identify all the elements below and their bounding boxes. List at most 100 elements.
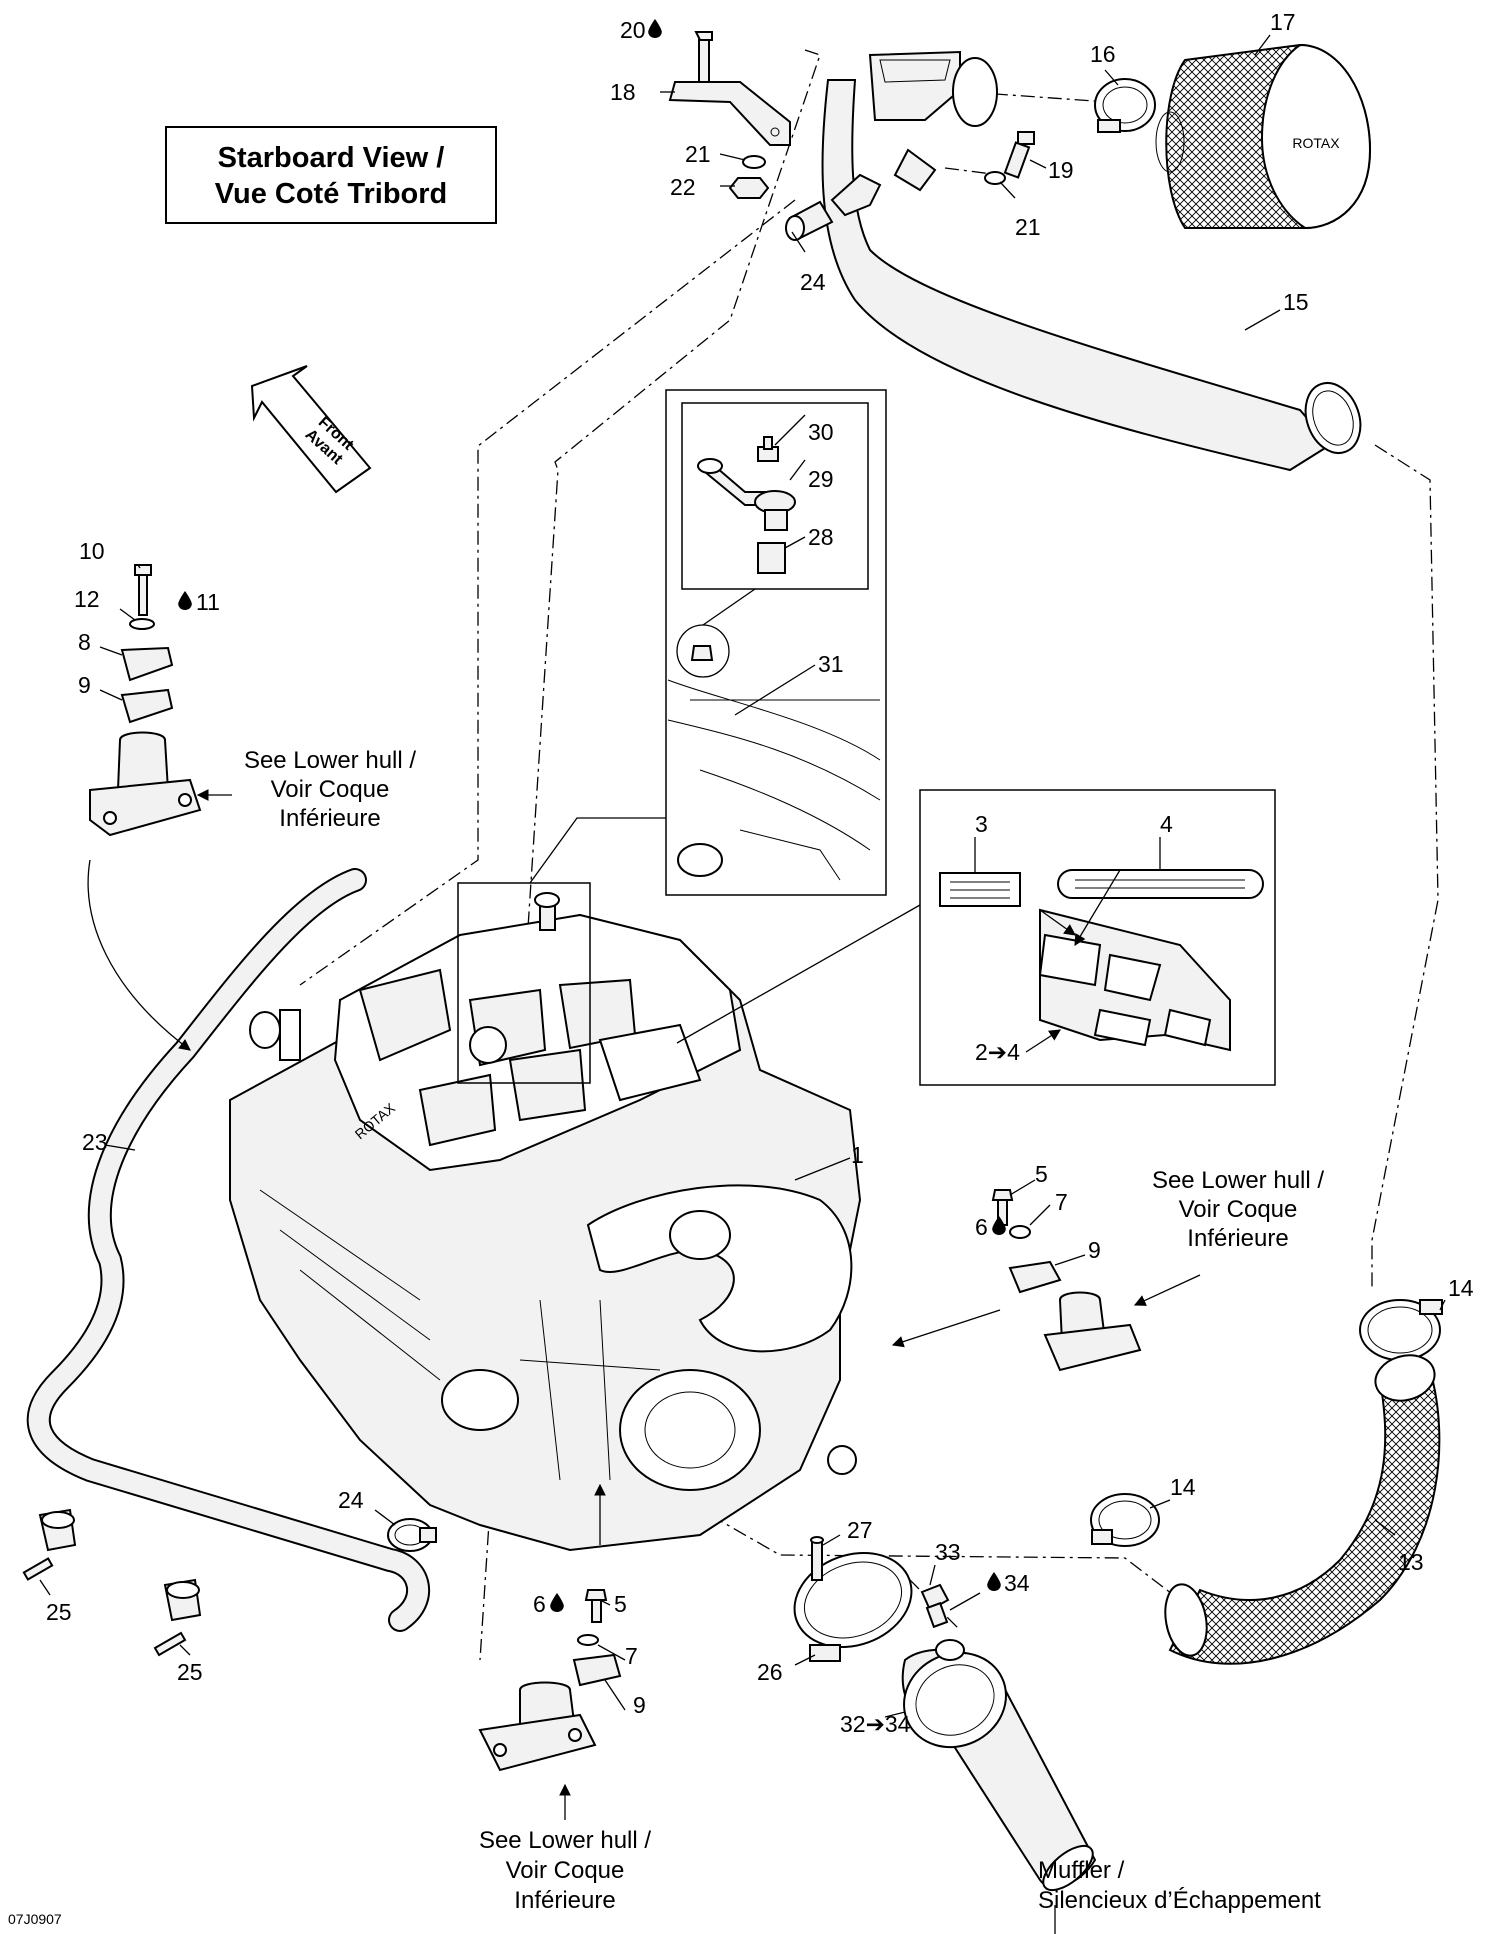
svg-text:Inférieure: Inférieure xyxy=(279,805,380,832)
callout-17: 17 xyxy=(1270,9,1296,35)
svg-text:Voir Coque: Voir Coque xyxy=(506,1857,625,1884)
clamp-14-bottom xyxy=(1090,1493,1160,1547)
clamp-26 xyxy=(793,1551,913,1662)
callout-34: 34 xyxy=(1004,1570,1030,1596)
drop-icon xyxy=(178,591,192,610)
note-lower-hull-left: See Lower hull / Voir Coque Inférieure xyxy=(244,747,416,832)
callout-26: 26 xyxy=(757,1659,783,1685)
callout-30: 30 xyxy=(808,419,834,445)
vent-cap-30 xyxy=(757,436,779,462)
callouts: 1 2➔4 3 4 5 5 6 6 7 7 8 9 9 9 10 11 12 1… xyxy=(46,9,1474,1737)
mount-stack-bottom xyxy=(478,1483,622,1820)
callout-24-bottom: 24 xyxy=(338,1487,364,1513)
callout-20: 20 xyxy=(620,17,646,43)
fitting-33 xyxy=(920,1583,950,1629)
callout-29: 29 xyxy=(808,466,834,492)
callout-27: 27 xyxy=(847,1517,873,1543)
drop-icon xyxy=(648,19,662,38)
flow-arrow-left xyxy=(87,859,191,1051)
callout-14-bottom: 14 xyxy=(1170,1474,1196,1500)
callout-25-b: 25 xyxy=(177,1659,203,1685)
engine-cover-decal-set xyxy=(1038,908,1231,1052)
callout-9-left: 9 xyxy=(78,672,91,698)
callout-3: 3 xyxy=(975,811,988,837)
clamp-16 xyxy=(1094,78,1156,133)
tube-28 xyxy=(757,542,786,574)
decal-3 xyxy=(939,872,1021,907)
bolt-20 xyxy=(694,31,713,83)
callout-19: 19 xyxy=(1048,157,1074,183)
callout-5-right: 5 xyxy=(1035,1161,1048,1187)
callout-7-bottom: 7 xyxy=(625,1643,638,1669)
nut-22 xyxy=(728,177,770,199)
callout-13: 13 xyxy=(1398,1549,1424,1575)
duct-13 xyxy=(1164,1354,1441,1665)
hose-fitting-29 xyxy=(697,458,796,531)
title-line-1: Starboard View / xyxy=(218,142,445,174)
inset-detail-vent xyxy=(665,389,887,896)
note-muffler: Muffler / Silencieux d’Échappement xyxy=(1038,1857,1321,1914)
callout-28: 28 xyxy=(808,524,834,550)
svg-text:Inférieure: Inférieure xyxy=(1187,1225,1288,1252)
hose-23 xyxy=(26,868,430,1632)
svg-text:See Lower hull /: See Lower hull / xyxy=(479,1827,651,1854)
engine-1: ROTAX xyxy=(229,892,862,1552)
muffler-32 xyxy=(901,1639,1097,1934)
washer-21-top xyxy=(742,155,766,169)
drop-icon xyxy=(987,1572,1001,1591)
drawing-code: 07J0907 xyxy=(8,1911,62,1927)
callout-18: 18 xyxy=(610,79,636,105)
callout-2-4: 2➔4 xyxy=(975,1039,1020,1065)
callout-15: 15 xyxy=(1283,289,1309,315)
svg-text:Silencieux d’Échappement: Silencieux d’Échappement xyxy=(1038,1887,1321,1914)
inset-detail-decals xyxy=(919,789,1276,1086)
clip-25-b xyxy=(153,1578,202,1657)
decal-4 xyxy=(1057,869,1264,899)
svg-text:Inférieure: Inférieure xyxy=(514,1887,615,1914)
svg-text:Muffler /: Muffler / xyxy=(1038,1857,1125,1884)
clamp-14-top xyxy=(1359,1299,1443,1361)
engine-detail-frame xyxy=(457,882,591,1084)
callout-22: 22 xyxy=(670,174,696,200)
air-filter-17: ROTAX xyxy=(1155,43,1372,230)
title-line-2: Vue Coté Tribord xyxy=(215,178,448,210)
callout-9-bottom: 9 xyxy=(633,1692,646,1718)
svg-text:Voir Coque: Voir Coque xyxy=(271,776,390,803)
callout-14-top: 14 xyxy=(1448,1275,1474,1301)
callout-9-right: 9 xyxy=(1088,1237,1101,1263)
note-lower-hull-right: See Lower hull / Voir Coque Inférieure xyxy=(1152,1167,1324,1252)
clip-25-a xyxy=(22,1508,77,1581)
callout-21-top: 21 xyxy=(685,141,711,167)
callout-leaders xyxy=(39,34,1446,1718)
mount-stack-left xyxy=(89,564,232,837)
pin-27 xyxy=(810,1536,824,1581)
callout-8: 8 xyxy=(78,629,91,655)
callout-4: 4 xyxy=(1160,811,1173,837)
mount-stack-right xyxy=(891,1189,1201,1372)
callout-32-34: 32➔34 xyxy=(840,1711,911,1737)
callout-6-bottom: 6 xyxy=(533,1591,546,1617)
intake-tube-15 xyxy=(821,50,1362,472)
svg-text:Voir Coque: Voir Coque xyxy=(1179,1196,1298,1223)
callout-31: 31 xyxy=(818,651,844,677)
callout-1: 1 xyxy=(851,1142,864,1168)
callout-16: 16 xyxy=(1090,41,1116,67)
svg-text:See Lower hull /: See Lower hull / xyxy=(1152,1167,1324,1194)
washer-21-right xyxy=(984,171,1006,185)
drop-icon xyxy=(550,1593,564,1612)
callout-11: 11 xyxy=(196,589,220,615)
bracket-18 xyxy=(668,81,791,146)
callout-7-right: 7 xyxy=(1055,1189,1068,1215)
callout-12: 12 xyxy=(74,586,100,612)
callout-21-right: 21 xyxy=(1015,214,1041,240)
title-box: Starboard View / Vue Coté Tribord xyxy=(165,126,497,224)
callout-25-a: 25 xyxy=(46,1599,72,1625)
callout-5-bottom: 5 xyxy=(614,1591,627,1617)
callout-6-right: 6 xyxy=(975,1214,988,1240)
bolt-19 xyxy=(1003,131,1035,179)
callout-33: 33 xyxy=(935,1539,961,1565)
callout-23: 23 xyxy=(82,1129,108,1155)
callout-24-top: 24 xyxy=(800,269,826,295)
filter-brand-text: ROTAX xyxy=(1292,135,1340,151)
